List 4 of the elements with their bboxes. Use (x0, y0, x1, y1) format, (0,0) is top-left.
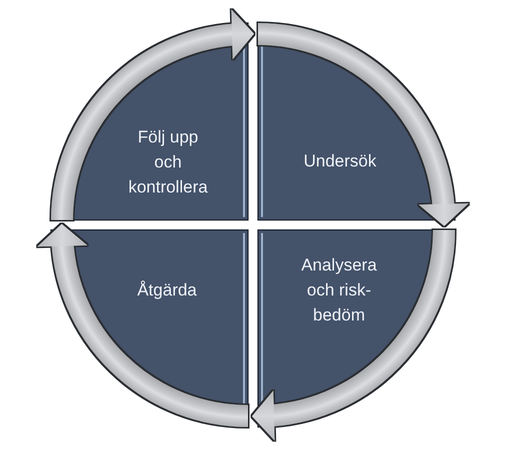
segment-label: Följ upp och kontrollera (127, 126, 209, 198)
segment-label: Analysera och risk-bedöm (300, 254, 378, 326)
segment-label: Undersök (302, 150, 378, 172)
segment-label: Åtgärda (136, 280, 198, 302)
